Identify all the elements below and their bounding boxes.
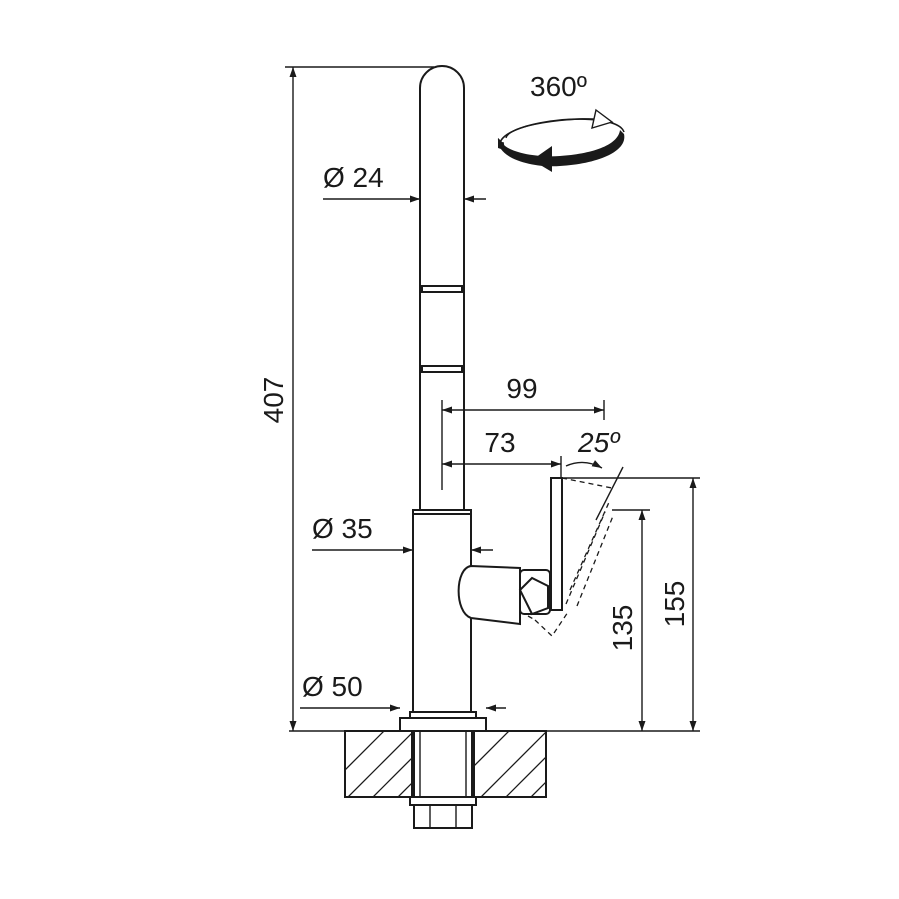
dim-total-height: 407 <box>258 66 434 731</box>
base-diameter-label: Ø 50 <box>302 671 363 702</box>
lever-reach-label: 99 <box>506 373 537 404</box>
lever-angle-ray <box>595 466 624 521</box>
countertop-block-right <box>473 730 547 798</box>
lever-angle-label: 25º <box>577 427 621 458</box>
handle-knuckle <box>518 576 549 616</box>
mounting-shank <box>413 730 473 798</box>
dim-body-diameter: Ø 35 <box>312 513 493 554</box>
dim-spout-diameter: Ø 24 <box>323 162 486 203</box>
total-height-label: 407 <box>258 377 289 424</box>
dim-base-diameter: Ø 50 <box>300 671 506 712</box>
body-diameter-label: Ø 35 <box>312 513 373 544</box>
handle-hub <box>457 564 521 626</box>
lever-height-high-label: 155 <box>659 581 690 628</box>
lever-tilted-outline <box>561 477 613 591</box>
dim-lever-height-high: 155 <box>562 477 700 731</box>
spout-ring-lower <box>421 365 463 373</box>
lever-vertical <box>550 477 563 611</box>
rotation-label: 360º <box>530 71 587 102</box>
countertop-block-left <box>344 730 413 798</box>
faucet-body <box>399 65 487 732</box>
dim-handle-offset: 73 <box>442 427 562 478</box>
hatching-right <box>474 731 546 797</box>
faucet-column <box>412 513 472 713</box>
lever-handle <box>457 466 624 638</box>
hatching-left <box>345 731 412 797</box>
dim-lever-reach: 99 <box>441 373 605 490</box>
base-flange <box>399 717 487 732</box>
rotation-symbol: 360º <box>497 71 625 172</box>
spout-diameter-label: Ø 24 <box>323 162 384 193</box>
spout-ring-upper <box>421 285 463 293</box>
dim-lever-angle: 25º <box>565 427 621 469</box>
dim-lever-height-low: 135 <box>607 509 650 731</box>
handle-offset-label: 73 <box>484 427 515 458</box>
rotation-arrow-icon <box>497 108 625 172</box>
countertop-section <box>289 730 700 829</box>
mounting-bolt <box>413 804 473 829</box>
lever-height-low-label: 135 <box>607 605 638 652</box>
mounting-nut <box>409 796 477 806</box>
lever-tilted-hub-outline <box>527 611 569 638</box>
